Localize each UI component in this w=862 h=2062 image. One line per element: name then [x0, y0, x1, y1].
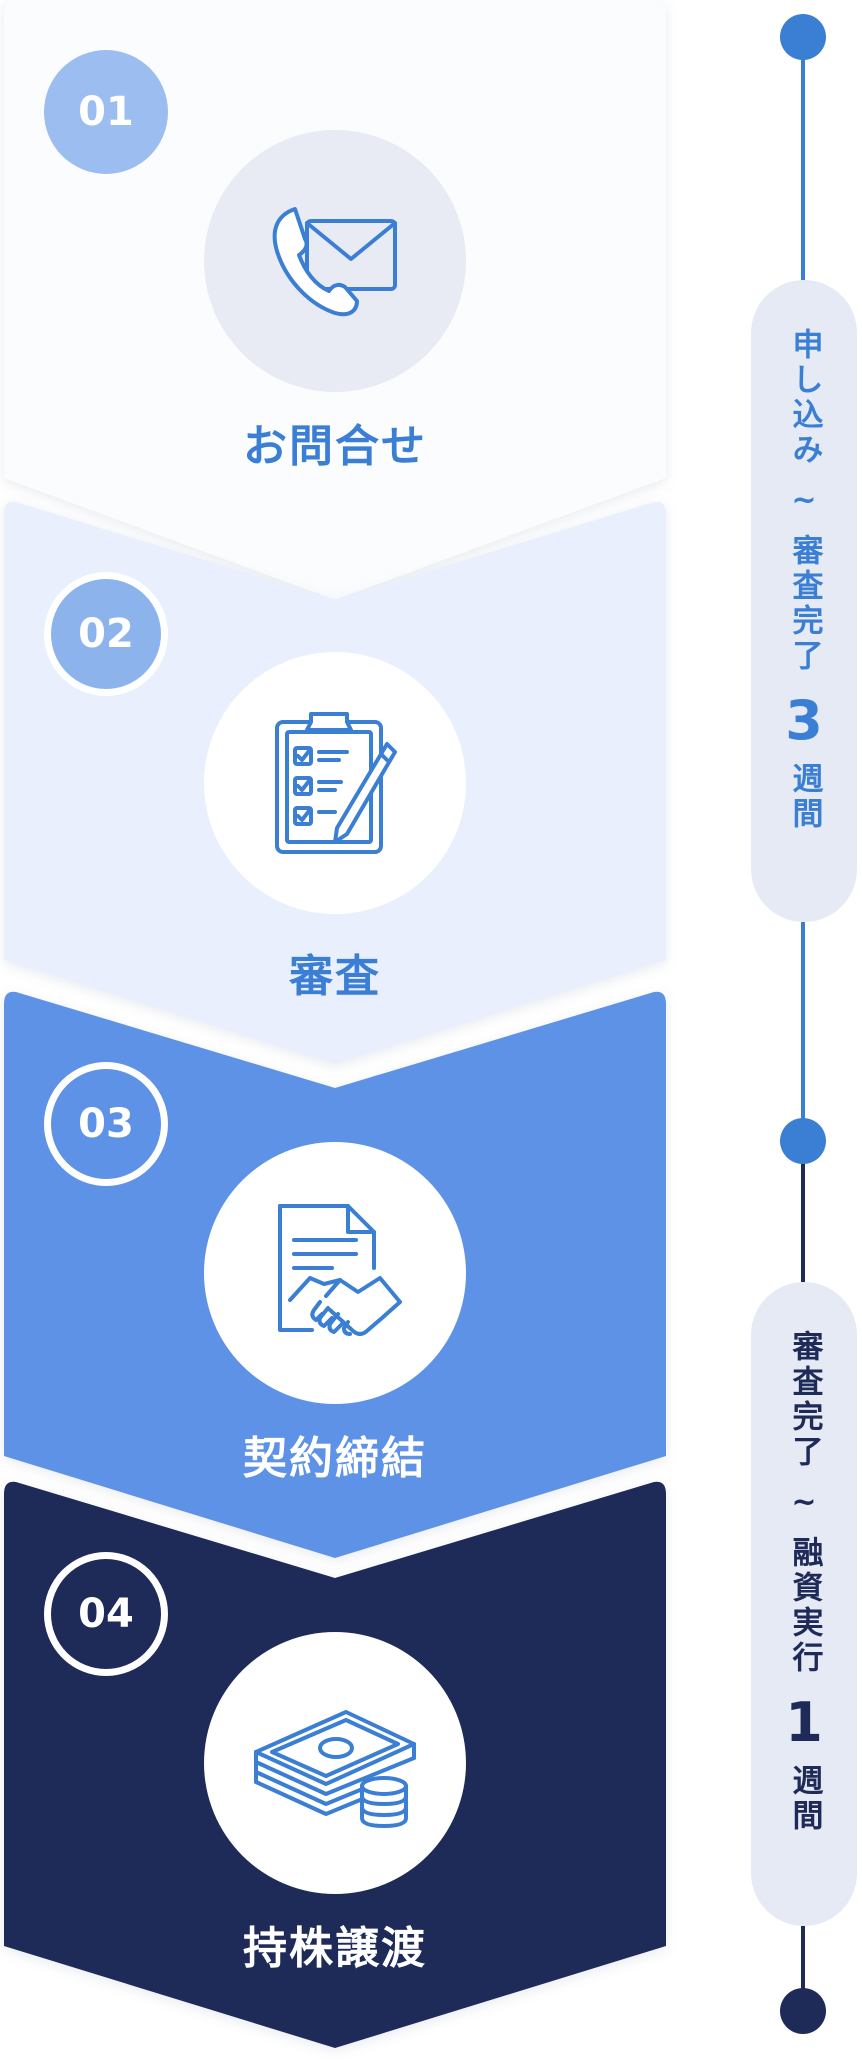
timeline-line-1b: [801, 922, 805, 1142]
timeline-line-1: [801, 38, 805, 280]
step-2-card: 02 審査: [4, 500, 666, 1070]
period-duration: 1: [785, 1691, 823, 1754]
step-number-badge: 04: [44, 1552, 168, 1676]
period-end-label: 審査完了: [786, 534, 823, 674]
period-tilde: ~: [791, 483, 817, 518]
period-unit: 週間: [786, 1764, 823, 1834]
step-label: 審査: [289, 951, 381, 1002]
step-icon-circle: [204, 652, 466, 914]
step-1-card: 01 お問合せ: [4, 0, 666, 610]
step-icon-circle: [204, 1632, 466, 1894]
step-number-badge: 03: [44, 1062, 168, 1186]
period-start-label: 審査完了: [786, 1330, 823, 1470]
step-4-card: 04 持株譲渡: [4, 1480, 666, 2050]
money-stack-coins-icon: [254, 1710, 416, 1828]
step-number-badge: 02: [44, 572, 168, 696]
step-3-card: 03 契約締結: [4, 990, 666, 1560]
period-tilde: ~: [791, 1485, 817, 1520]
timeline-dot-middle: [780, 1118, 826, 1164]
phone-mail-icon: [272, 207, 397, 317]
timeline-dot-end: [780, 1988, 826, 2034]
step-label: 持株譲渡: [243, 1923, 427, 1974]
contract-handshake-icon: [278, 1204, 402, 1336]
timeline-line-2b: [801, 1926, 805, 2010]
step-icon-circle: [204, 130, 466, 392]
timeline-dot-start: [780, 14, 826, 60]
step-number-badge: 01: [44, 50, 168, 174]
step-label: 契約締結: [243, 1433, 427, 1484]
timeline-period-1: 申し込み ~ 審査完了 3 週間: [751, 280, 857, 922]
period-unit: 週間: [786, 762, 823, 832]
period-start-label: 申し込み: [786, 328, 823, 468]
timeline-period-2: 審査完了 ~ 融資実行 1 週間: [751, 1282, 857, 1926]
step-icon-circle: [204, 1142, 466, 1404]
step-label: お問合せ: [243, 421, 427, 472]
period-duration: 3: [785, 689, 823, 752]
period-end-label: 融資実行: [786, 1536, 823, 1676]
clipboard-checklist-icon: [275, 712, 397, 854]
timeline-line-2: [801, 1142, 805, 1282]
